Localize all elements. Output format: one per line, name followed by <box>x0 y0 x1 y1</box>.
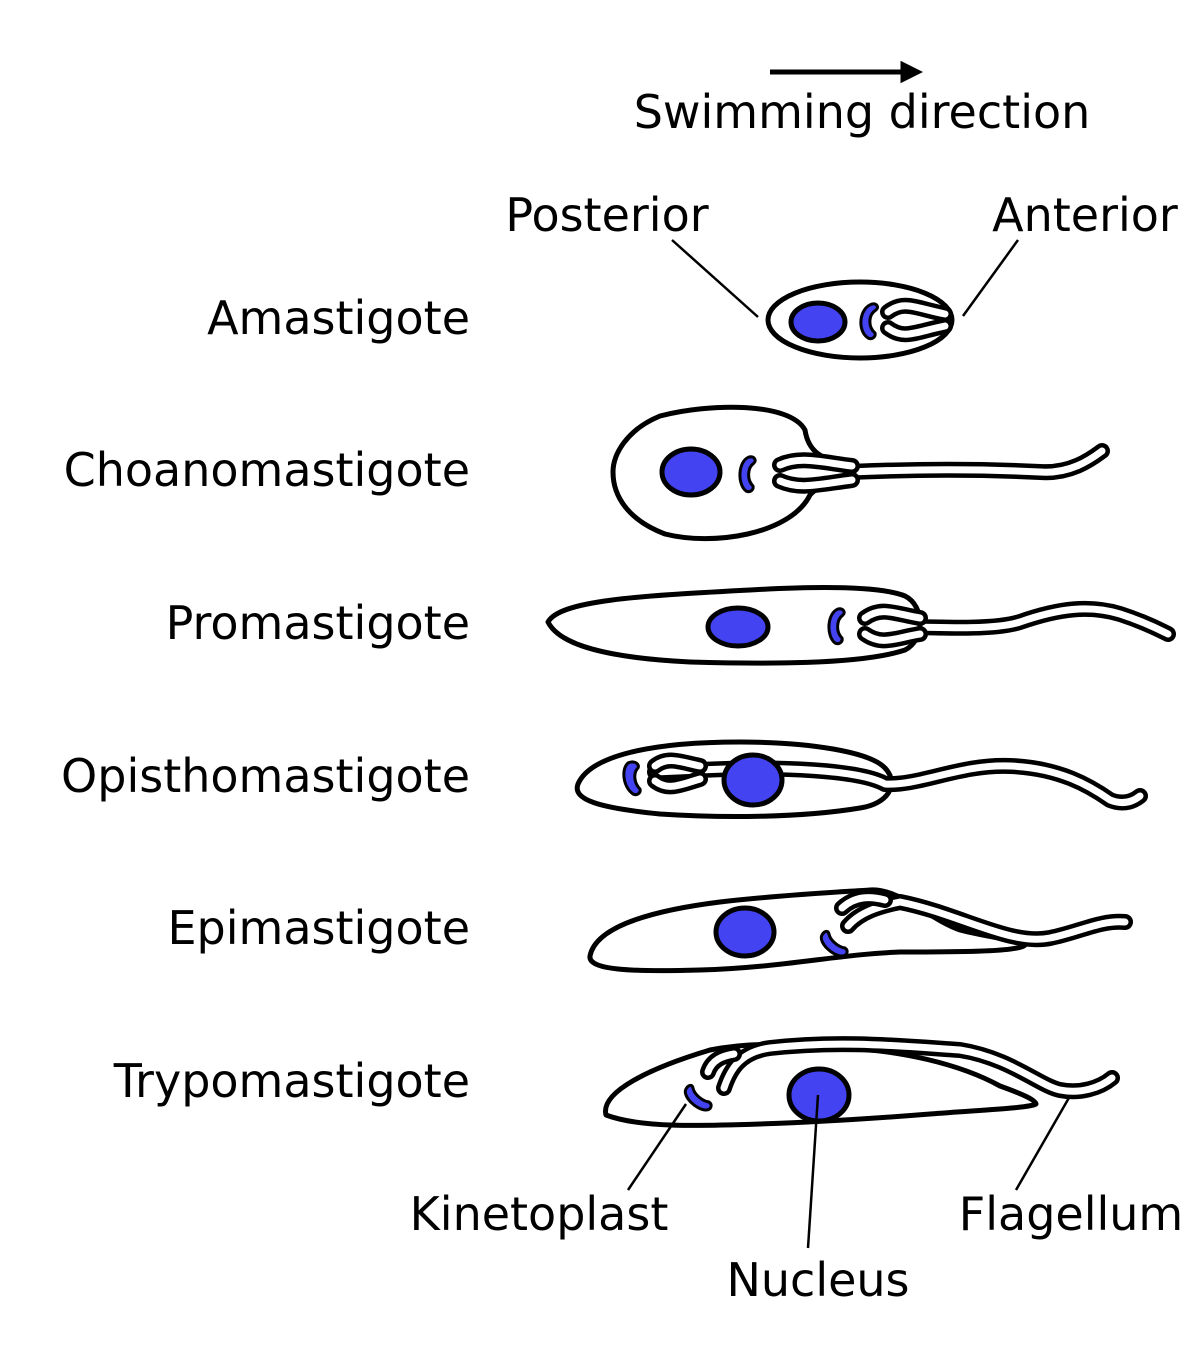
promastigote-nucleus <box>705 605 771 649</box>
kinetoplast-label: Kinetoplast <box>410 1187 669 1241</box>
anterior-leader-line <box>961 239 1020 317</box>
trypomastigote-nucleus <box>786 1066 852 1124</box>
kinetoplast-leader-line <box>626 1103 688 1191</box>
trypomastigote-cell <box>603 1036 1120 1128</box>
row-label-opisthomastigote: Opisthomastigote <box>61 749 470 803</box>
row-label-epimastigote: Epimastigote <box>167 901 470 955</box>
row-label-amastigote: Amastigote <box>207 291 470 345</box>
trypomastigote-kinetoplast <box>683 1084 713 1112</box>
opisthomastigote-kinetoplast <box>622 760 642 797</box>
opisthomastigote-cell <box>574 739 1148 819</box>
epimastigote-nucleus <box>713 905 777 959</box>
anterior-label: Anterior <box>992 188 1178 242</box>
nucleus-label: Nucleus <box>726 1253 909 1307</box>
swimming-direction-label: Swimming direction <box>634 85 1091 139</box>
flagellum-label: Flagellum <box>959 1187 1183 1241</box>
row-label-promastigote: Promastigote <box>166 596 470 650</box>
posterior-label: Posterior <box>505 188 708 242</box>
amastigote-nucleus <box>788 300 848 344</box>
choanomastigote-nucleus <box>659 446 723 498</box>
row-label-choanomastigote: Choanomastigote <box>64 443 470 497</box>
row-label-trypomastigote: Trypomastigote <box>113 1054 470 1108</box>
promastigote-kinetoplast <box>827 607 846 646</box>
promastigote-cell <box>545 585 1176 666</box>
opisthomastigote-nucleus <box>721 752 785 808</box>
amastigote-cell <box>765 279 955 361</box>
epimastigote-body <box>587 887 1028 974</box>
choanomastigote-kinetoplast <box>738 455 757 494</box>
nucleus-leader-line <box>806 1094 820 1249</box>
choanomastigote-body <box>610 404 858 542</box>
epimastigote-kinetoplast <box>819 930 849 958</box>
amastigote-kinetoplast <box>859 302 879 341</box>
flagellum-leader-line <box>1014 1095 1072 1191</box>
posterior-leader-line <box>671 239 759 318</box>
epimastigote-cell <box>587 887 1133 974</box>
choanomastigote-cell <box>610 404 1110 542</box>
